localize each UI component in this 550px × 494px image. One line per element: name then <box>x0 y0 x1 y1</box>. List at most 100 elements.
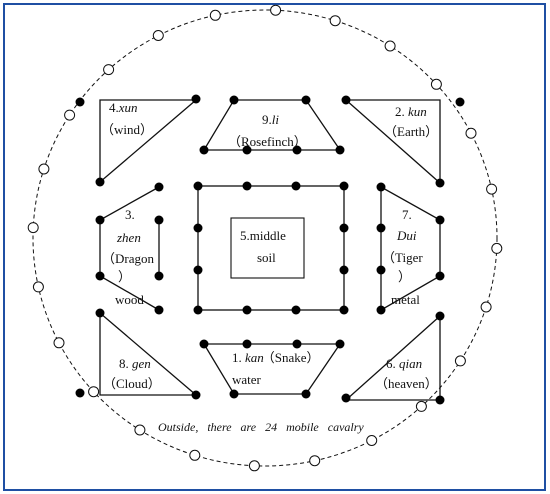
cavalry-marker <box>134 424 146 436</box>
middle-line2: soil <box>257 250 276 265</box>
dot <box>95 308 105 318</box>
dot <box>75 97 85 107</box>
dot <box>341 393 351 403</box>
dot <box>242 339 252 349</box>
kan-group: 1. kan（Snake） water <box>199 339 345 399</box>
cavalry-marker <box>53 337 65 349</box>
cavalry-marker <box>27 222 39 234</box>
middle-dots <box>193 181 349 315</box>
dot <box>191 94 201 104</box>
dot <box>341 95 351 105</box>
dot <box>292 339 302 349</box>
cavalry-marker <box>384 40 396 52</box>
dot <box>292 145 302 155</box>
cavalry-marker <box>465 127 477 139</box>
cavalry-marker <box>480 301 492 313</box>
dot <box>199 339 209 349</box>
cavalry-marker <box>248 460 260 472</box>
kan-element: water <box>232 372 262 387</box>
gen-label: 8. gen <box>119 356 151 371</box>
middle-line1: 5.middle <box>240 228 286 243</box>
cavalry-marker <box>270 4 282 16</box>
dot <box>376 265 386 275</box>
dot <box>95 177 105 187</box>
dot <box>229 389 239 399</box>
xun-shape <box>99 99 198 184</box>
cavalry-marker <box>38 163 50 175</box>
dot <box>435 395 445 405</box>
zhen-label: 3. <box>125 207 135 222</box>
cavalry-marker <box>209 9 221 21</box>
cavalry-marker <box>189 449 201 461</box>
dot <box>335 145 345 155</box>
middle-square <box>197 185 345 311</box>
dot <box>301 95 311 105</box>
dot <box>339 181 349 191</box>
li-label: 9.li <box>262 112 279 127</box>
kun-label: 2. kun <box>395 104 427 119</box>
dot <box>242 145 252 155</box>
dot <box>191 390 201 400</box>
dui-label: 7. <box>402 207 412 222</box>
dui-element: metal <box>391 292 420 307</box>
dot <box>435 271 445 281</box>
kan-label: 1. kan（Snake） <box>232 350 320 365</box>
cavalry-marker <box>486 183 498 195</box>
dot <box>242 305 252 315</box>
gen-group: 8. gen （Cloud） <box>75 308 201 400</box>
cavalry-marker <box>454 355 466 367</box>
middle-box <box>230 217 305 279</box>
cavalry-marker <box>103 64 115 76</box>
outer-ring <box>32 9 498 467</box>
dot <box>193 305 203 315</box>
dot <box>376 305 386 315</box>
zhen-element: wood <box>115 292 144 307</box>
qian-animal: （heaven） <box>375 376 438 391</box>
dot <box>339 223 349 233</box>
qian-shape <box>344 314 441 401</box>
middle-group: 5.middle soil <box>193 181 349 315</box>
qian-label: 6. qian <box>386 356 422 371</box>
li-animal: （Rosefinch） <box>228 134 307 149</box>
li-group: 9.li （Rosefinch） <box>199 95 345 155</box>
dot <box>95 271 105 281</box>
dui-close: ） <box>398 269 411 284</box>
cavalry-marker <box>366 435 378 446</box>
zhen-name: zhen <box>116 230 141 245</box>
dot <box>95 215 105 225</box>
cavalry-marker <box>88 386 100 398</box>
xun-group: 4.xun （wind） <box>75 94 201 187</box>
gen-shape <box>99 311 198 396</box>
cavalry-marker <box>430 78 442 90</box>
dot <box>335 339 345 349</box>
cavalry-marker <box>329 15 341 27</box>
dot <box>291 305 301 315</box>
dot <box>435 178 445 188</box>
dot <box>242 181 252 191</box>
dot <box>193 223 203 233</box>
cavalry-marker <box>32 281 44 293</box>
dui-group: 7. Dui （Tiger ） metal <box>376 182 445 315</box>
cavalry-marker <box>415 400 427 412</box>
dot <box>229 95 239 105</box>
dot <box>154 271 164 281</box>
dot <box>455 97 465 107</box>
dot <box>376 223 386 233</box>
dui-name: Dui <box>396 228 417 243</box>
kun-group: 2. kun （Earth） <box>341 95 465 188</box>
diagram-frame <box>3 3 546 491</box>
dot <box>75 388 85 398</box>
dot <box>193 265 203 275</box>
zhen-close: ） <box>118 269 131 284</box>
dot <box>154 305 164 315</box>
dot <box>291 181 301 191</box>
dot <box>193 181 203 191</box>
zhen-animal: （Dragon <box>102 251 154 266</box>
cavalry-marker <box>309 455 321 467</box>
dot <box>301 389 311 399</box>
cavalry-marker <box>152 30 164 41</box>
cavalry-markers <box>27 4 503 472</box>
qian-group: 6. qian （heaven） <box>341 311 445 405</box>
dui-animal: （Tiger <box>382 250 423 265</box>
